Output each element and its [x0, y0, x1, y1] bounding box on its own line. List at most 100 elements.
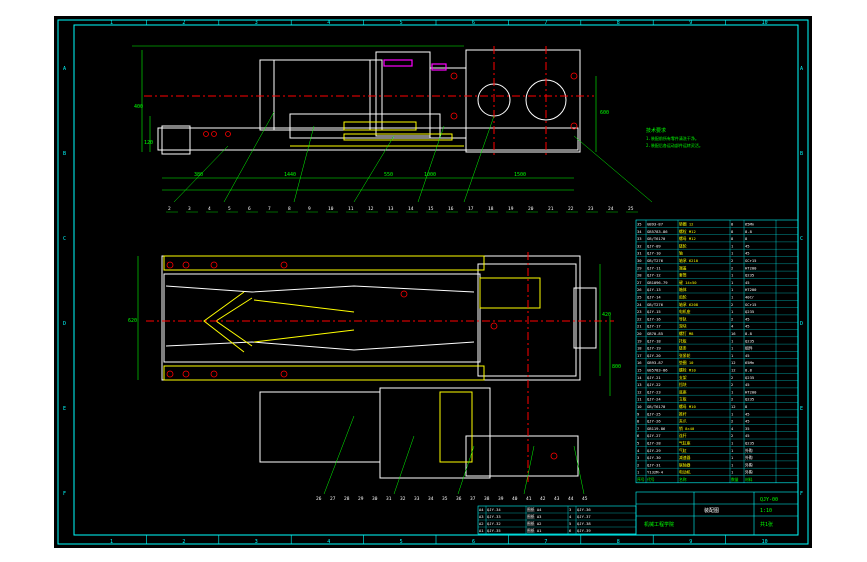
- parts-list-cell: 25: [637, 295, 642, 300]
- parts-list-cell: 1: [731, 251, 734, 256]
- funnel-chute: [165, 285, 475, 293]
- balloon-label: 28: [344, 496, 350, 502]
- zone-label-bottom: 2: [182, 539, 185, 545]
- parts-list-cell: QJY-28: [647, 441, 661, 446]
- parts-list-cell: 5: [637, 441, 639, 446]
- revision-cell: QJY-39: [577, 528, 591, 533]
- revision-cell: A2: [479, 521, 484, 526]
- dimension-text: 1000: [424, 172, 436, 178]
- parts-list-cell: 1: [731, 273, 734, 278]
- balloon-label: 9: [308, 206, 311, 212]
- parts-list-cell: 8.8: [745, 229, 753, 234]
- parts-list-cell: 8.8: [745, 331, 753, 336]
- zone-label-right: A: [800, 66, 803, 72]
- revision-cell: 5: [569, 521, 571, 526]
- parts-list-cell: 链条: [679, 346, 687, 351]
- parts-list-cell: 螺母 M12: [679, 236, 696, 241]
- parts-list-cell: 9: [637, 411, 640, 416]
- parts-list-cell: QJY-23: [647, 389, 661, 394]
- parts-list-cell: 2: [731, 265, 733, 270]
- dimension-text: 400: [134, 104, 143, 110]
- parts-list-header: 代号: [647, 477, 655, 482]
- parts-list-cell: 轴承 6210: [679, 258, 699, 263]
- balloon-label: 26: [316, 496, 322, 502]
- parts-list-cell: 15: [637, 368, 642, 373]
- revision-cell: QJY-34: [487, 507, 501, 512]
- parts-list-cell: QJY-20: [647, 353, 661, 358]
- parts-list-cell: GB/T6170: [647, 404, 666, 409]
- balloon-label: 8: [288, 206, 291, 212]
- parts-list-cell: 轴承 6208: [679, 302, 699, 307]
- parts-list-cell: 1: [731, 338, 734, 343]
- revision-cell: A4: [479, 507, 484, 512]
- parts-list-cell: 2: [731, 316, 733, 321]
- zone-label-bottom: 8: [617, 539, 620, 545]
- zone-label-top: 9: [689, 20, 692, 26]
- parts-list-cell: 45: [745, 382, 750, 387]
- parts-list-cell: GB70-85: [647, 331, 663, 336]
- plan-view-yellow: [163, 255, 541, 463]
- outer-border: [57, 19, 809, 545]
- top-leaders: [173, 111, 653, 203]
- plan-view-dimensions: [137, 256, 611, 396]
- lower-gearbox: [379, 387, 491, 479]
- zone-label-left: A: [63, 66, 66, 72]
- parts-list-cell: 19: [637, 338, 642, 343]
- parts-list-cell: QJY-25: [647, 411, 661, 416]
- parts-list-cell: 2: [731, 433, 733, 438]
- parts-list-cell: 65Mn: [745, 222, 754, 227]
- parts-list-cell: QJY-12: [647, 273, 661, 278]
- balloon-label: 43: [554, 496, 560, 502]
- parts-list-cell: QJY-26: [647, 419, 661, 424]
- parts-list-cell: GB1096-79: [647, 280, 668, 285]
- revision-cell: 图纸 A2: [527, 521, 541, 526]
- parts-list-cell: GB/T276: [647, 258, 664, 263]
- parts-list-header: 数量: [731, 477, 739, 482]
- parts-list-cell: 1: [731, 287, 734, 292]
- gear-box: [465, 49, 581, 153]
- parts-list-cell: 20: [637, 331, 642, 336]
- balloon-label: 42: [540, 496, 546, 502]
- balloon-label: 31: [386, 496, 392, 502]
- parts-list-cell: 螺栓 M10: [679, 368, 696, 373]
- parts-list-cell: QJY-11: [647, 265, 661, 270]
- zone-label-top: 6: [472, 20, 475, 26]
- parts-list-cell: 29: [637, 265, 642, 270]
- parts-list-cell: 40Cr: [745, 295, 755, 300]
- parts-list-cell: QJY-30: [647, 455, 661, 460]
- parts-list-cell: HT200: [745, 265, 757, 270]
- parts-list-cell: Q235: [745, 375, 754, 380]
- plan-view-holes: [166, 261, 558, 460]
- parts-list-cell: QJY-19: [647, 346, 661, 351]
- drive-housing: [477, 263, 577, 377]
- parts-list-cell: 26: [637, 287, 642, 292]
- parts-list-cell: 3: [637, 455, 639, 460]
- parts-list-cell: GB119-86: [647, 426, 666, 431]
- parts-list-header: 名称: [679, 477, 687, 482]
- notes-line-2: 2.装配后各运动部件运转灵活。: [646, 142, 703, 148]
- parts-list-cell: QJY-22: [647, 382, 661, 387]
- parts-list-cell: 14: [637, 375, 642, 380]
- front-view-red: [144, 46, 594, 156]
- zone-label-bottom: 4: [327, 539, 330, 545]
- balloon-label: 36: [456, 496, 462, 502]
- balloon-label: 22: [568, 206, 574, 212]
- parts-list-cell: QJY-16: [647, 316, 661, 321]
- front-view-holes: [203, 72, 578, 137]
- motor-body: [259, 59, 383, 131]
- parts-list-cell: 外购: [745, 470, 753, 475]
- title-block-text: QJY-00 装配图 1:10 共1张 机械工程学院: [644, 497, 778, 528]
- zone-label-bottom: 3: [255, 539, 258, 545]
- parts-list-cell: 8: [731, 236, 734, 241]
- zone-label-top: 1: [110, 20, 113, 26]
- parts-list-cell: GB93-87: [647, 222, 663, 227]
- parts-list-cell: 垫圈 10: [679, 360, 694, 365]
- front-view: [157, 49, 581, 155]
- parts-list-cell: 1: [731, 280, 734, 285]
- zone-label-top: 10: [762, 20, 768, 26]
